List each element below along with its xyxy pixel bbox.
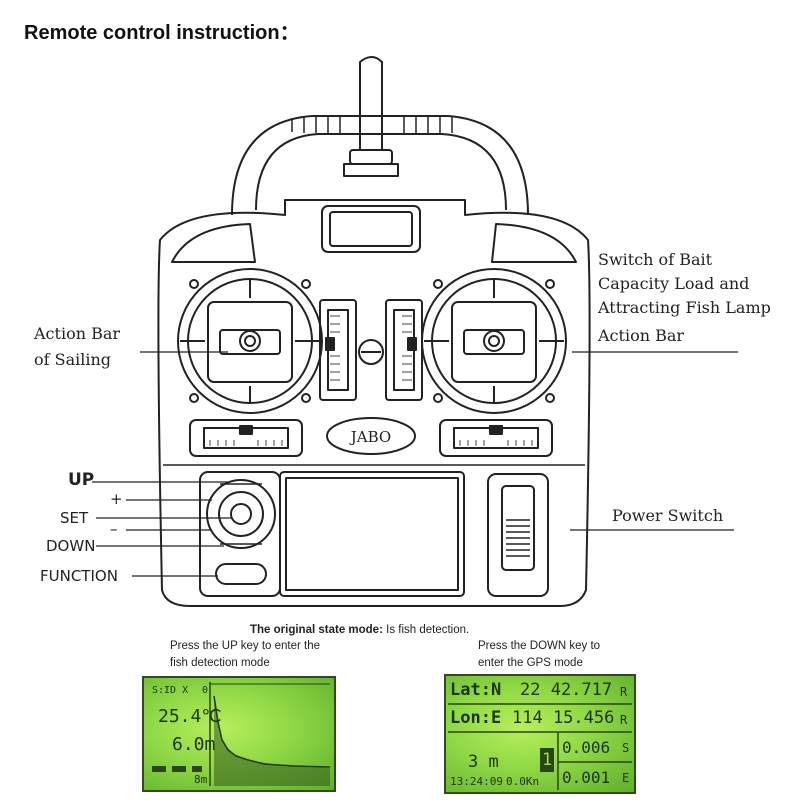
- label-switch-bait-3: Attracting Fish Lamp: [598, 298, 771, 317]
- gps-screen: Lat:N 22 42.717 R Lon:E 114 15.456 R 3 m…: [444, 674, 636, 794]
- right-horizontal-trim: [439, 419, 553, 457]
- gps-lon-label: Lon:E: [450, 708, 502, 728]
- controller-body: [157, 199, 591, 607]
- page-title: Remote control instruction：: [24, 22, 300, 44]
- gps-val2-suffix: E: [622, 771, 630, 785]
- function-key: [215, 563, 267, 585]
- label-action-bar-sailing-1: Action Bar: [34, 324, 121, 343]
- gps-lat-suffix: R: [620, 685, 628, 699]
- up-caption-1: Press the UP key to enter the: [170, 640, 321, 652]
- gps-digit: 1: [542, 750, 553, 770]
- mode-caption: The original state mode: Is fish detecti…: [250, 622, 469, 639]
- fish-corner: S:ID X: [152, 685, 189, 696]
- fish-temp: 25.4℃: [158, 706, 222, 727]
- left-horizontal-trim: [189, 419, 303, 457]
- brand-oval: [326, 417, 416, 455]
- gps-val1-suffix: S: [622, 741, 630, 755]
- gps-lon-value: 114 15.456: [512, 708, 615, 728]
- label-action-bar-sailing-2: of Sailing: [34, 350, 112, 369]
- set-key: [230, 503, 252, 525]
- gps-lat-value: 22 42.717: [520, 680, 613, 700]
- dpad-ring: [206, 479, 276, 549]
- down-caption-2: enter the GPS mode: [478, 657, 583, 669]
- gps-grid: [448, 703, 632, 790]
- remote-control-diagram: JABO: [92, 56, 738, 607]
- gps-speed: 0.0Kn: [506, 775, 540, 788]
- fish-scale-bottom: 8m: [194, 773, 208, 786]
- fish-scale-top: 0: [202, 685, 209, 696]
- label-up: UP: [68, 470, 95, 490]
- label-set: SET: [60, 509, 89, 527]
- label-action-bar-right: Action Bar: [598, 326, 685, 345]
- up-caption-2: fish detection mode: [170, 657, 270, 669]
- label-switch-bait-2: Capacity Load and: [598, 274, 750, 293]
- label-plus: +: [110, 490, 123, 508]
- mode-value: Is fish detection.: [386, 624, 470, 636]
- left-trim-slider: [319, 299, 357, 401]
- gps-val2: 0.001: [562, 768, 611, 787]
- left-gimbal-outer: [177, 268, 323, 414]
- label-minus: –: [110, 520, 118, 538]
- down-caption-1: Press the DOWN key to: [478, 640, 601, 652]
- gps-time: 13:24:09: [450, 775, 503, 788]
- sonar-graph: [152, 682, 331, 786]
- gps-distance: 3 m: [468, 752, 499, 772]
- label-function: FUNCTION: [40, 567, 118, 585]
- antenna: [359, 56, 383, 151]
- label-switch-bait-1: Switch of Bait: [598, 250, 713, 269]
- gps-lat-label: Lat:N: [450, 680, 502, 700]
- lcd-frame: [279, 471, 465, 597]
- label-down: DOWN: [46, 537, 96, 555]
- antenna-base: [349, 149, 393, 165]
- brand-text: JABO: [349, 428, 391, 446]
- carry-handle: [231, 115, 529, 216]
- right-trim-slider: [385, 299, 423, 401]
- top-window: [321, 205, 421, 253]
- gps-lon-suffix: R: [620, 713, 628, 727]
- mode-title: The original state mode:: [250, 624, 383, 636]
- power-switch: [501, 485, 535, 571]
- fish-depth: 6.0m: [172, 734, 216, 755]
- fish-detection-screen: S:ID X 25.4℃ 6.0m 0 8m: [142, 676, 336, 792]
- gps-val1: 0.006: [562, 738, 611, 757]
- label-power-switch: Power Switch: [612, 506, 724, 525]
